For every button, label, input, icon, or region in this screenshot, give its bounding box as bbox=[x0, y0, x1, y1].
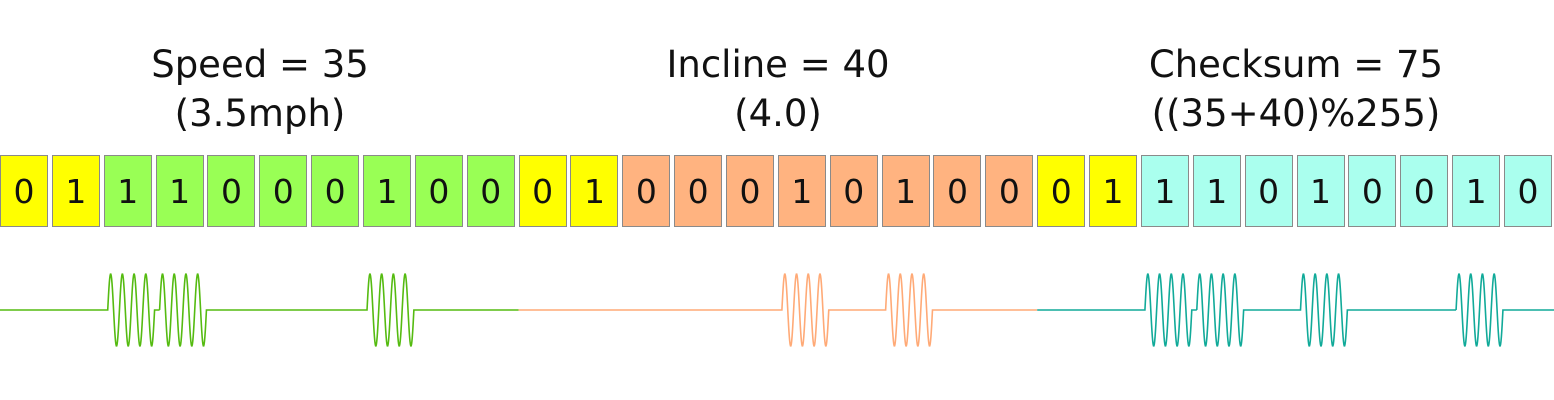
bit-cell-speed: 0 bbox=[311, 155, 360, 227]
waveform-speed bbox=[0, 273, 519, 347]
incline-unit-text: (4.0) bbox=[734, 92, 822, 135]
bit-cell-speed: 1 bbox=[363, 155, 412, 227]
bit-cell-incline: 0 bbox=[829, 155, 878, 227]
bit-cell-checksum: 1 bbox=[1192, 155, 1241, 227]
bit-cell-speed: 0 bbox=[259, 155, 308, 227]
bit-cell-incline: 1 bbox=[777, 155, 826, 227]
bit-cell-sync: 1 bbox=[1089, 155, 1138, 227]
checksum-formula-text: ((35+40)%255) bbox=[1151, 92, 1441, 135]
bit-cell-checksum: 0 bbox=[1348, 155, 1397, 227]
bit-cell-incline: 0 bbox=[726, 155, 775, 227]
bit-cell-checksum: 1 bbox=[1452, 155, 1501, 227]
signal-waveform bbox=[0, 273, 1554, 347]
bit-cell-incline: 0 bbox=[985, 155, 1034, 227]
incline-value-text: Incline = 40 bbox=[666, 43, 890, 86]
bit-cell-speed: 0 bbox=[466, 155, 515, 227]
bit-cell-checksum: 0 bbox=[1244, 155, 1293, 227]
checksum-value-text: Checksum = 75 bbox=[1148, 43, 1444, 86]
bit-cell-speed: 1 bbox=[155, 155, 204, 227]
checksum-label: Checksum = 75 ((35+40)%255) bbox=[1146, 40, 1446, 138]
bit-cell-incline: 1 bbox=[881, 155, 930, 227]
bit-cell-sync: 1 bbox=[51, 155, 100, 227]
speed-value-text: Speed = 35 bbox=[151, 43, 369, 86]
waveform-incline bbox=[518, 273, 1038, 347]
incline-label: Incline = 40 (4.0) bbox=[628, 40, 928, 138]
bit-cell-speed: 1 bbox=[103, 155, 152, 227]
bit-cell-checksum: 0 bbox=[1503, 155, 1552, 227]
waveform-checksum bbox=[1037, 273, 1554, 347]
speed-unit-text: (3.5mph) bbox=[174, 92, 346, 135]
bit-cell-checksum: 0 bbox=[1400, 155, 1449, 227]
bit-cell-checksum: 1 bbox=[1296, 155, 1345, 227]
bit-cell-speed: 0 bbox=[414, 155, 463, 227]
bit-cell-incline: 0 bbox=[674, 155, 723, 227]
bit-cell-sync: 0 bbox=[1037, 155, 1086, 227]
bit-cell-checksum: 1 bbox=[1140, 155, 1189, 227]
bit-cell-sync: 0 bbox=[518, 155, 567, 227]
bit-cell-incline: 0 bbox=[622, 155, 671, 227]
speed-label: Speed = 35 (3.5mph) bbox=[110, 40, 410, 138]
bit-cell-sync: 0 bbox=[0, 155, 48, 227]
bit-cell-incline: 0 bbox=[933, 155, 982, 227]
bit-cell-sync: 1 bbox=[570, 155, 619, 227]
bit-cell-speed: 0 bbox=[207, 155, 256, 227]
